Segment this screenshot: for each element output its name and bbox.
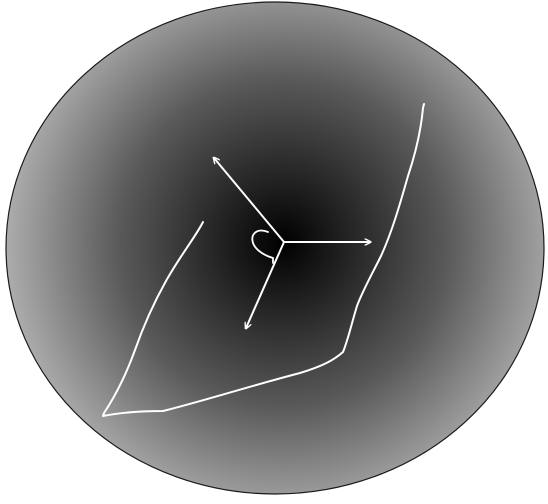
gradient-disc [6, 2, 544, 494]
